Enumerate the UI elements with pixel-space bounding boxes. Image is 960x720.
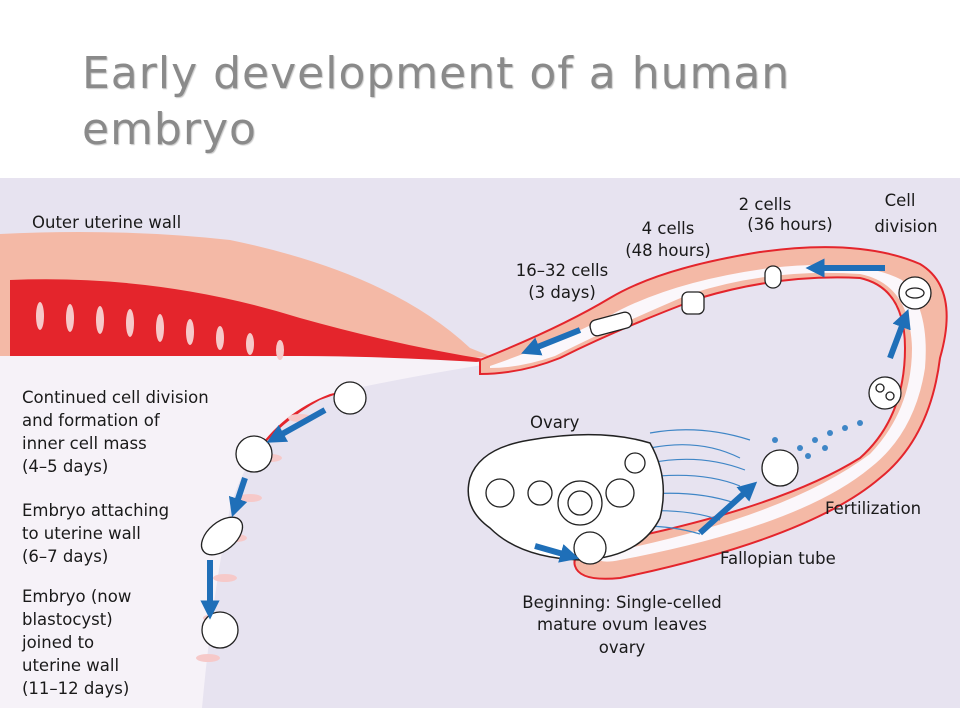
label-division: division (874, 217, 937, 236)
label-attaching-3: (6–7 days) (22, 547, 108, 566)
label-fallopian: Fallopian tube (720, 549, 836, 568)
label-ovary: Ovary (530, 413, 580, 432)
label-blastocyst-2: blastocyst) (22, 610, 113, 629)
label-attaching-2: to uterine wall (22, 524, 141, 543)
label-blastocyst-4: uterine wall (22, 656, 119, 675)
label-blastocyst-3: joined to (21, 633, 94, 652)
label-continued-1: Continued cell division (22, 388, 209, 407)
embryo-cells (200, 265, 932, 649)
label-beginning-2: mature ovum leaves (537, 615, 707, 634)
label-fertilization: Fertilization (825, 499, 921, 518)
label-continued-3: inner cell mass (22, 434, 147, 453)
label-attaching-1: Embryo attaching (22, 501, 169, 520)
label-outer-wall: Outer uterine wall (32, 213, 181, 232)
label-blastocyst-1: Embryo (now (22, 587, 131, 606)
label-continued-2: and formation of (22, 411, 161, 430)
slide-title: Early development of a human embryo (82, 48, 791, 155)
label-16-32-cells: 16–32 cells (516, 261, 608, 280)
label-36-hours: (36 hours) (747, 215, 833, 234)
label-continued-4: (4–5 days) (22, 457, 108, 476)
ovary (467, 433, 665, 561)
label-beginning-1: Beginning: Single-celled (522, 593, 721, 612)
ovary-follicles (485, 452, 646, 565)
label-cell: Cell (885, 191, 916, 210)
label-3-days: (3 days) (528, 283, 596, 302)
path-arrows (200, 258, 911, 620)
label-2-cells: 2 cells (739, 195, 792, 214)
label-48-hours: (48 hours) (625, 241, 711, 260)
uterine-lumen (0, 356, 495, 708)
label-4-cells: 4 cells (642, 219, 695, 238)
label-blastocyst-5: (11–12 days) (22, 679, 129, 698)
embryo-diagram: Outer uterine wall 2 cells (36 hours) Ce… (0, 191, 948, 708)
label-beginning-3: ovary (599, 638, 646, 657)
fallopian-tube-lumen (490, 264, 926, 562)
